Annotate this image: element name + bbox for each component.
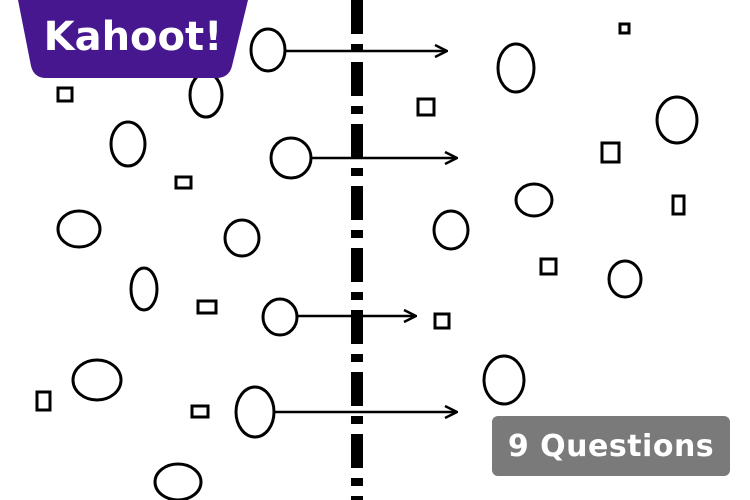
kahoot-logo-icon: Kahoot! — [18, 0, 248, 78]
circle-particle — [109, 120, 147, 168]
square-particle — [196, 299, 218, 315]
circle-particle — [269, 136, 313, 180]
square-particle — [174, 175, 193, 190]
circle-particle — [56, 209, 102, 249]
square-particle — [416, 97, 436, 117]
circle-particle — [655, 95, 699, 145]
circle-particle — [261, 297, 299, 337]
circle-particle — [607, 259, 643, 299]
circle-particle — [432, 209, 470, 251]
square-particle — [190, 404, 210, 419]
kahoot-logo-text: Kahoot! — [44, 14, 223, 60]
square-particle — [35, 390, 52, 412]
circle-particle — [249, 27, 287, 73]
question-count-badge: 9 Questions — [492, 416, 730, 476]
square-particle — [618, 22, 631, 35]
circle-particle — [153, 462, 203, 500]
square-particle — [671, 194, 686, 216]
circle-particle — [71, 358, 123, 402]
circle-particle — [223, 218, 261, 258]
circle-particle — [514, 182, 554, 218]
circle-particle — [129, 266, 159, 312]
circle-particle — [482, 354, 526, 406]
circle-particle — [496, 42, 536, 94]
square-particle — [433, 312, 451, 330]
square-particle — [56, 86, 74, 103]
square-particle — [600, 141, 621, 164]
circle-particle — [234, 385, 276, 439]
square-particle — [539, 257, 558, 276]
